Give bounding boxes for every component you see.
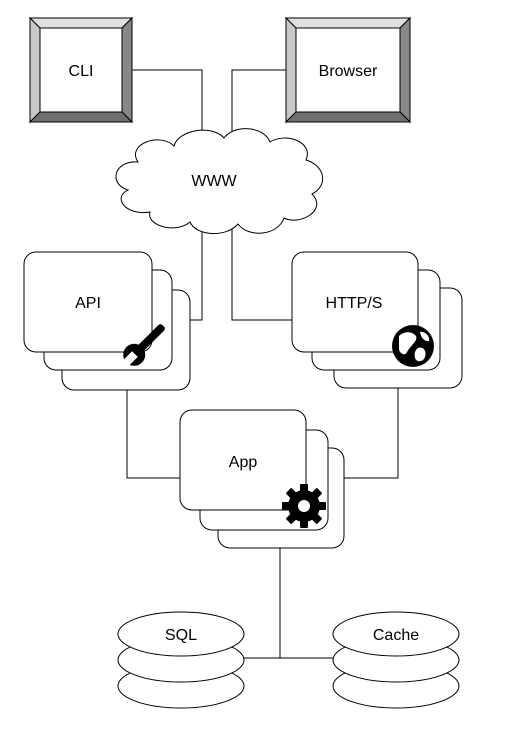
sql-db[interactable]: SQL (117, 611, 245, 709)
https-node[interactable]: HTTP/S (291, 251, 463, 389)
connector-browser-www (231, 69, 286, 136)
connector-https-app (330, 388, 399, 479)
browser-node[interactable]: Browser (284, 16, 412, 124)
browser-label: Browser (319, 63, 378, 80)
connector-www-https (231, 226, 292, 321)
globe-icon (392, 325, 434, 367)
connector-api-app (126, 390, 180, 479)
www-cloud[interactable]: WWW (115, 128, 323, 234)
gear-icon (282, 484, 326, 528)
cli-node[interactable]: CLI (28, 16, 134, 124)
https-label: HTTP/S (326, 295, 383, 312)
cloud-shape (115, 128, 323, 234)
connector-cli-www (132, 69, 203, 140)
cli-label: CLI (69, 63, 94, 80)
sql-label: SQL (165, 627, 197, 644)
api-node[interactable]: API (23, 251, 191, 391)
app-node[interactable]: App (179, 409, 345, 549)
api-label: API (75, 295, 101, 312)
www-label: WWW (191, 173, 237, 190)
cache-db[interactable]: Cache (332, 611, 460, 709)
cache-label: Cache (373, 627, 419, 644)
connectors (126, 69, 399, 659)
wrench-icon (122, 324, 165, 367)
app-label: App (229, 454, 258, 471)
